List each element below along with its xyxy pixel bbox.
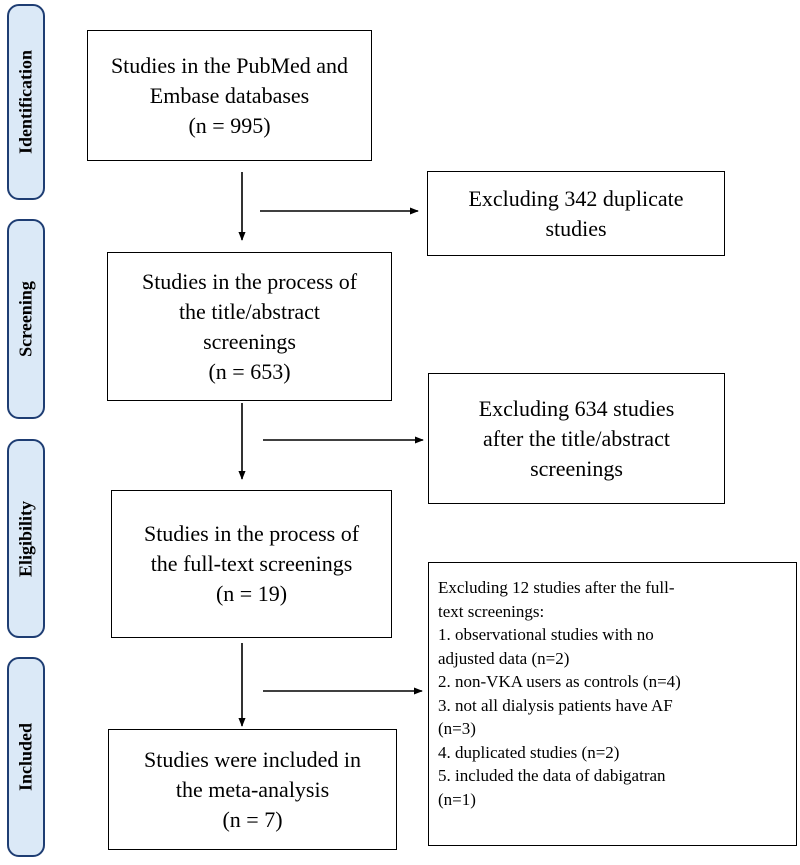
included-box: Studies were included in the meta-analys… <box>108 729 397 850</box>
stage-tab-screening: Screening <box>7 219 45 419</box>
full-text-exclusion-box: Excluding 12 studies after the full- tex… <box>428 562 797 846</box>
included-line-2: the meta-analysis <box>175 776 330 802</box>
stage-tab-eligibility: Eligibility <box>7 439 45 638</box>
included-line-3: (n = 7) <box>222 806 283 832</box>
full-text-line-4: adjusted data (n=2) <box>438 648 570 668</box>
identification-line-3: (n = 995) <box>188 112 271 138</box>
eligibility-line-1: Studies in the process of <box>143 521 360 546</box>
stage-tab-included: Included <box>7 657 45 857</box>
identification-line-1: Studies in the PubMed and <box>110 52 349 78</box>
screening-line-3: screenings <box>203 328 296 354</box>
eligibility-line-2: the full-text screenings <box>150 551 353 576</box>
identification-line-2: Embase databases <box>149 82 310 108</box>
title-abstract-line-3: screenings <box>530 455 623 481</box>
full-text-line-2: text screenings: <box>438 601 545 621</box>
full-text-line-9: 5. included the data of dabigatran <box>438 766 666 785</box>
screening-line-1: Studies in the process of <box>141 268 358 294</box>
screening-box: Studies in the process of the title/abst… <box>107 252 392 401</box>
duplicates-line-1: Excluding 342 duplicate <box>468 185 684 211</box>
eligibility-line-3: (n = 19) <box>215 581 288 606</box>
stage-tab-identification: Identification <box>7 4 45 200</box>
full-text-line-3: 1. observational studies with no <box>438 625 654 644</box>
title-abstract-line-1: Excluding 634 studies <box>478 395 675 421</box>
full-text-line-8: 4. duplicated studies (n=2) <box>438 742 620 762</box>
screening-line-4: (n = 653) <box>208 358 291 384</box>
full-text-line-6: 3. not all dialysis patients have AF <box>438 695 673 715</box>
title-abstract-line-2: after the title/abstract <box>483 425 670 451</box>
full-text-line-10: (n=1) <box>438 789 476 809</box>
eligibility-box: Studies in the process of the full-text … <box>111 490 392 638</box>
full-text-line-7: (n=3) <box>438 719 476 738</box>
duplicates-line-2: studies <box>545 215 607 241</box>
included-line-1: Studies were included in <box>144 746 361 772</box>
title-abstract-exclusion-box: Excluding 634 studies after the title/ab… <box>428 373 725 504</box>
screening-line-2: the title/abstract <box>178 298 321 324</box>
full-text-line-1: Excluding 12 studies after the full- <box>438 578 675 597</box>
duplicates-exclusion-box: Excluding 342 duplicate studies <box>427 171 725 256</box>
full-text-line-5: 2. non-VKA users as controls (n=4) <box>438 672 681 691</box>
identification-box: Studies in the PubMed and Embase databas… <box>87 30 372 161</box>
